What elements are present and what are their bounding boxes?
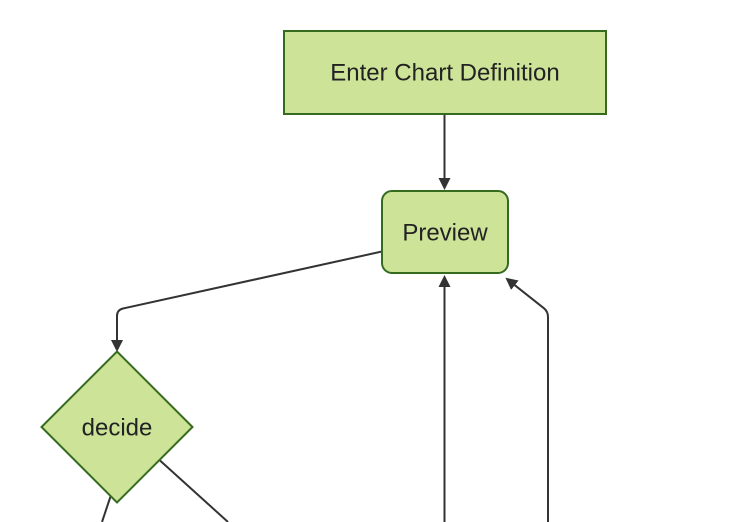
edge-preview-to-decide	[111, 250, 383, 352]
node-decide	[40, 350, 194, 504]
edge-decide-to-offscreen-bottom-left	[101, 496, 112, 522]
edge-offscreen-bottom-right-to-preview	[505, 277, 549, 522]
node-preview	[381, 190, 509, 274]
node-label-preview: Preview	[402, 220, 488, 247]
node-label-enter-chart-definition: Enter Chart Definition	[330, 60, 559, 87]
node-label-decide: decide	[82, 415, 153, 442]
node-enter-chart-definition	[283, 30, 607, 115]
edge-decide-to-offscreen-bottom-right	[159, 459, 229, 522]
